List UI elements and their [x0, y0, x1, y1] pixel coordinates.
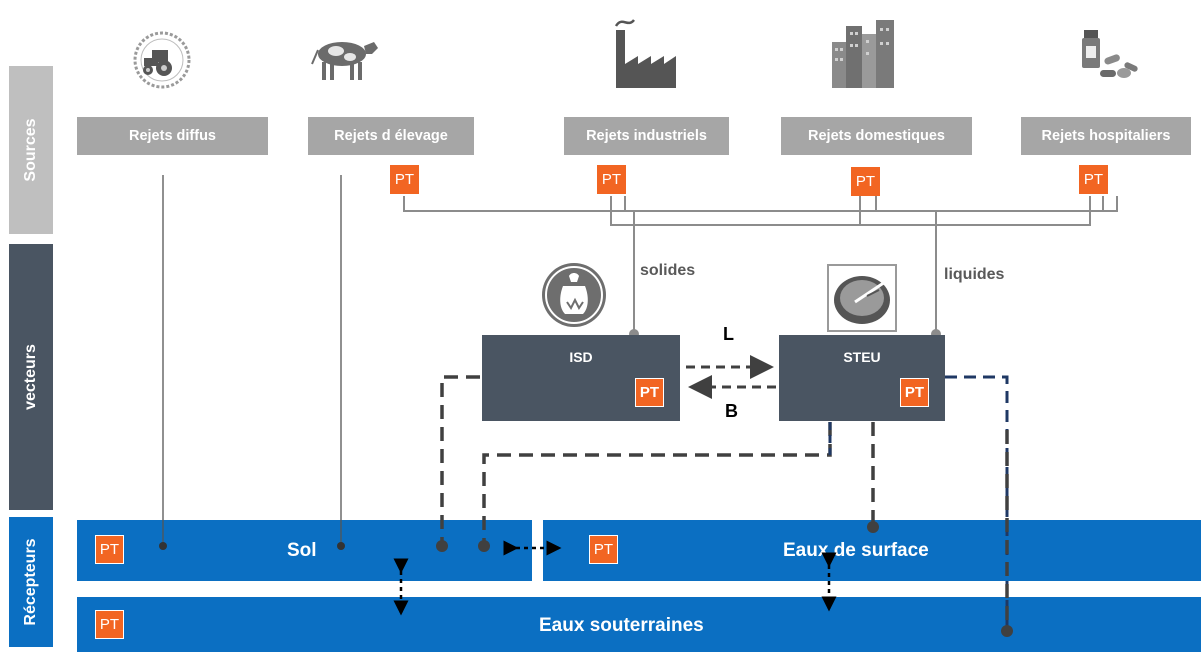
receptor-eaux-souterraines: Eaux souterraines [77, 597, 1201, 652]
source-rejets-elevage: Rejets d élevage [308, 117, 474, 155]
pt-badge-isd: PT [635, 378, 664, 407]
source-rejets-diffus: Rejets diffus [77, 117, 268, 155]
vector-isd: ISD PT [482, 335, 680, 421]
isd-to-sol [440, 375, 480, 546]
source-rejets-industriels: Rejets industriels [564, 117, 729, 155]
tractor-icon [132, 30, 192, 95]
vector-isd-label: ISD [569, 349, 593, 365]
sidebar-sources: Sources [9, 66, 53, 234]
pt-badge-domestiques: PT [851, 167, 880, 196]
source-label: Rejets hospitaliers [1041, 128, 1171, 144]
source-rejets-hospitaliers: Rejets hospitaliers [1021, 117, 1191, 155]
receptor-sol: Sol [77, 520, 532, 581]
source-label: Rejets domestiques [808, 128, 945, 144]
flow-label-L: L [723, 324, 734, 344]
steu-to-sol [482, 422, 832, 546]
receptor-eaux-surface-label: Eaux de surface [783, 540, 929, 561]
cow-icon [308, 34, 380, 89]
source-label: Rejets diffus [128, 128, 216, 144]
pt-badge-elevage: PT [390, 165, 419, 194]
vector-steu-label: STEU [843, 349, 881, 365]
source-label: Rejets industriels [586, 128, 707, 144]
pt-badge-hospitaliers: PT [1079, 165, 1108, 194]
medicine-icon [1078, 28, 1148, 93]
flow-label-B: B [725, 401, 738, 421]
vector-steu: STEU PT [779, 335, 945, 421]
factory-icon [610, 14, 678, 95]
pt-badge-sol: PT [95, 535, 124, 564]
sidebar-recepteurs: Récepteurs [9, 517, 53, 647]
receptor-eaux-souterraines-label: Eaux souterraines [539, 615, 704, 636]
flow-label-liquides: liquides [944, 266, 1005, 283]
receptor-sol-label: Sol [287, 540, 317, 561]
treatment-tank-icon [827, 264, 897, 337]
steu-to-souterraines [945, 375, 1009, 630]
garbage-bag-icon [541, 262, 607, 333]
source-label: Rejets d élevage [334, 128, 448, 144]
pt-badge-steu: PT [900, 378, 929, 407]
pt-badge-eaux-surface: PT [589, 535, 618, 564]
city-buildings-icon [828, 18, 900, 95]
pt-badge-eaux-souterraines: PT [95, 610, 124, 639]
sidebar-vecteurs: vecteurs [9, 244, 53, 510]
collection-pipes [403, 196, 1118, 334]
pt-badge-industriels: PT [597, 165, 626, 194]
source-rejets-domestiques: Rejets domestiques [781, 117, 972, 155]
flow-label-solides: solides [640, 262, 696, 279]
